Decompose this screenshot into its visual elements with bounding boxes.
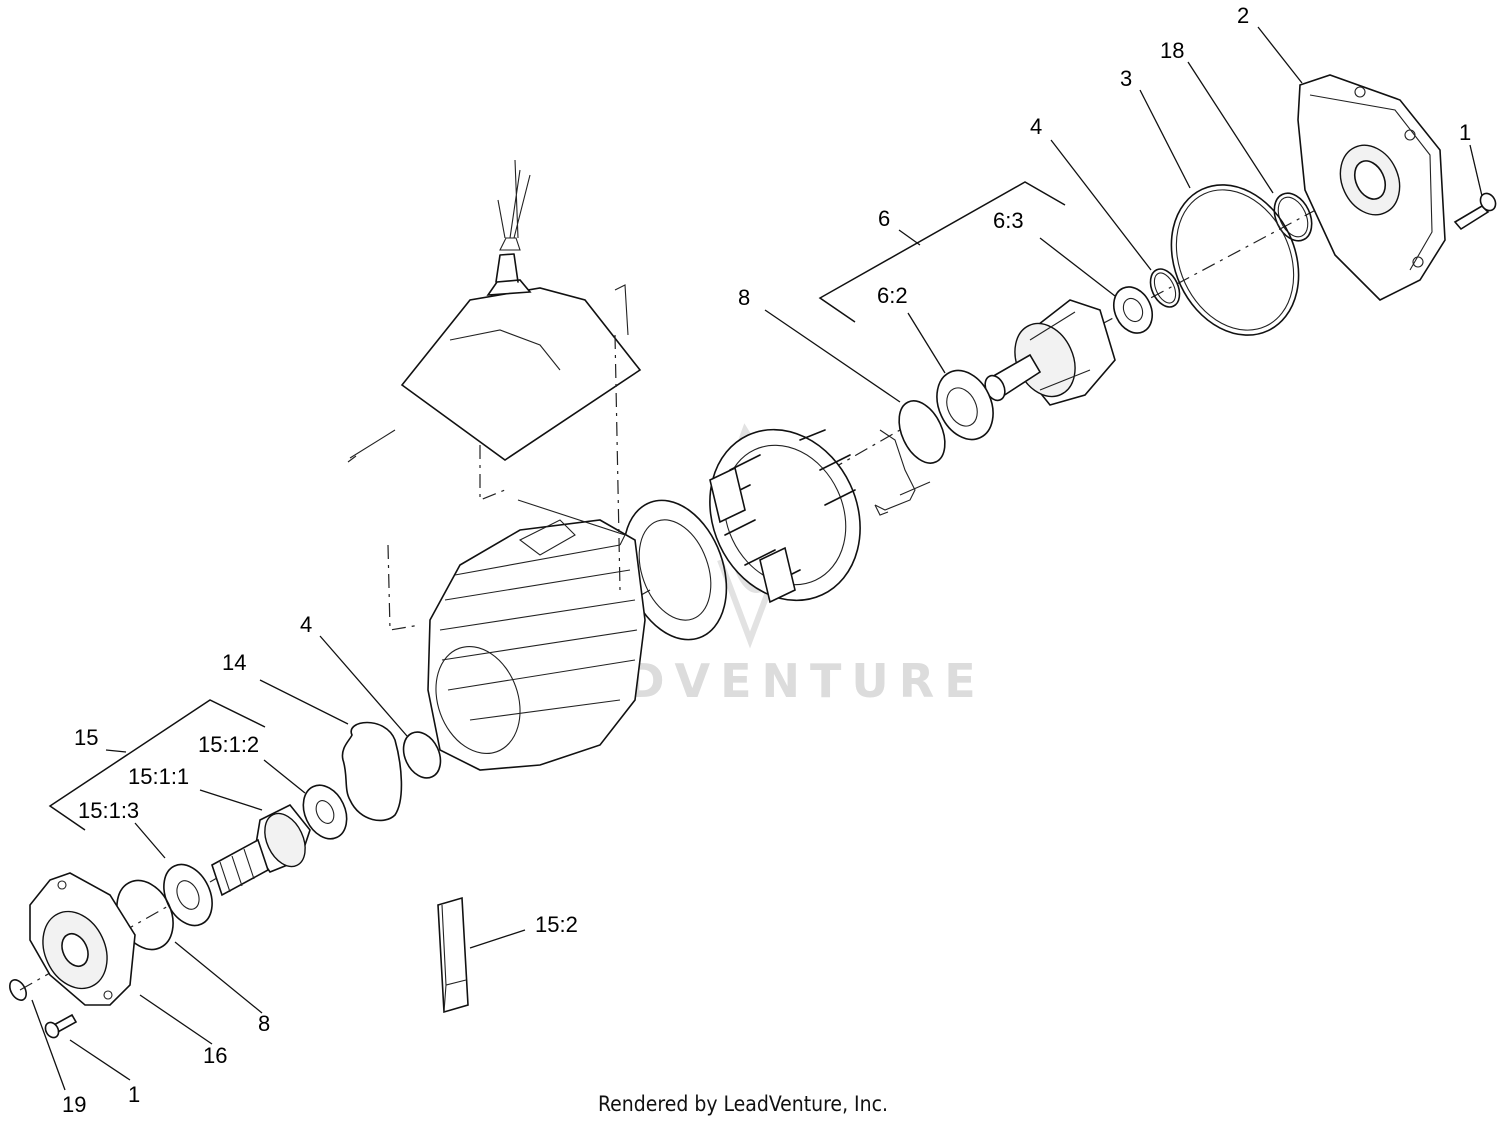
label-4-mid: 4 (300, 612, 312, 637)
bracket-6 (818, 181, 1066, 323)
label-1-top: 1 (1459, 120, 1471, 145)
key-15-2 (437, 896, 469, 1014)
sensor-cover (400, 159, 642, 461)
part-labels: 2 18 3 1 4 6 6:3 6:2 8 4 14 15 15:1:2 15… (62, 3, 1471, 1117)
label-14: 14 (222, 650, 246, 675)
rotor-shaft-assembly (984, 299, 1116, 406)
cap-screw-bottom (44, 1013, 78, 1039)
label-15-1-3: 15:1:3 (78, 798, 139, 823)
label-4-top: 4 (1030, 114, 1042, 139)
label-1-bottom: 1 (128, 1082, 140, 1107)
footer-credit: Rendered by LeadVenture, Inc. (598, 1092, 888, 1116)
cover-screw-left (347, 429, 396, 463)
o-ring-8-top (898, 400, 946, 464)
label-6: 6 (878, 206, 890, 231)
label-8-top: 8 (738, 285, 750, 310)
label-16: 16 (203, 1043, 227, 1068)
label-15: 15 (74, 725, 98, 750)
cap-screw-top (1453, 192, 1497, 231)
label-2: 2 (1237, 3, 1249, 28)
label-3: 3 (1120, 66, 1132, 91)
bearing-6-3 (1112, 286, 1154, 334)
vane-rotor (709, 428, 861, 604)
label-6-3: 6:3 (993, 208, 1024, 233)
label-15-1-2: 15:1:2 (198, 732, 259, 757)
seal-ring-4-mid (402, 731, 442, 779)
seal-ring-4-top (1149, 268, 1181, 308)
bearing-15-1-3 (163, 863, 213, 927)
end-cover-plate (1297, 74, 1446, 301)
bearing-6-2 (936, 369, 994, 441)
large-o-ring-3 (1170, 184, 1300, 336)
front-flange-16 (29, 872, 136, 1006)
label-19: 19 (62, 1092, 86, 1117)
snap-ring-19 (9, 979, 27, 1001)
label-6-2: 6:2 (877, 283, 908, 308)
gasket-14 (341, 721, 403, 822)
retaining-clip (874, 429, 916, 511)
label-8-bottom: 8 (258, 1011, 270, 1036)
pump-housing (427, 519, 646, 771)
bearing-15-1-2 (302, 784, 348, 840)
leader-lines (31, 26, 1483, 1091)
label-15-2: 15:2 (535, 912, 578, 937)
label-15-1-1: 15:1:1 (128, 764, 189, 789)
cover-screw-right (614, 284, 629, 336)
bracket-15 (48, 699, 266, 831)
drive-shaft-15-1-1 (211, 803, 311, 897)
label-18: 18 (1160, 38, 1184, 63)
